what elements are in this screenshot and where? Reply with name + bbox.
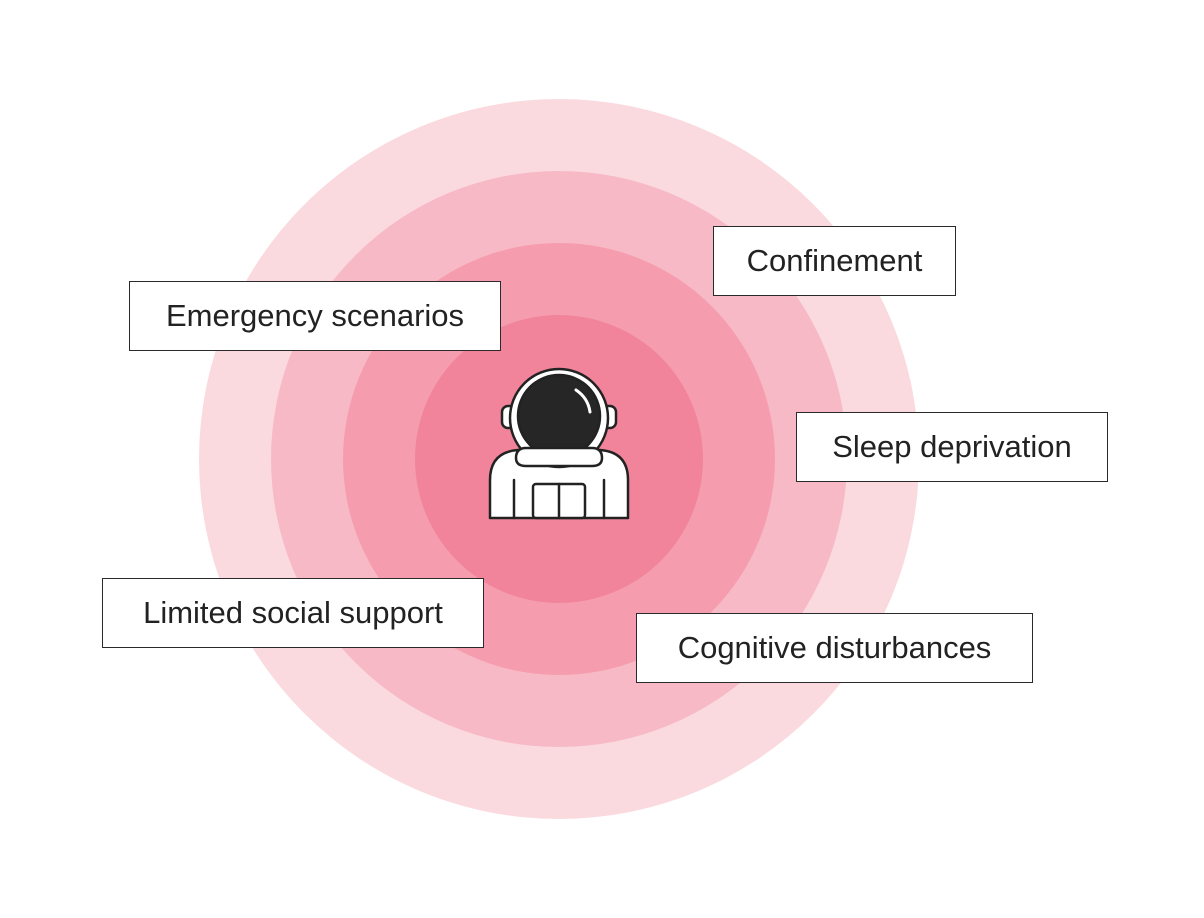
label-confinement-text: Confinement [746, 243, 923, 278]
label-limited-social-support-text: Limited social support [143, 595, 443, 630]
label-cognitive-disturbances: Cognitive disturbances [636, 613, 1033, 683]
astronaut-icon [488, 367, 630, 520]
label-cognitive-disturbances-text: Cognitive disturbances [677, 630, 992, 665]
label-sleep-deprivation-text: Sleep deprivation [832, 429, 1072, 464]
label-emergency-scenarios-text: Emergency scenarios [165, 298, 465, 333]
label-limited-social-support: Limited social support [102, 578, 484, 648]
label-confinement: Confinement [713, 226, 956, 296]
label-sleep-deprivation: Sleep deprivation [796, 412, 1108, 482]
label-emergency-scenarios: Emergency scenarios [129, 281, 501, 351]
